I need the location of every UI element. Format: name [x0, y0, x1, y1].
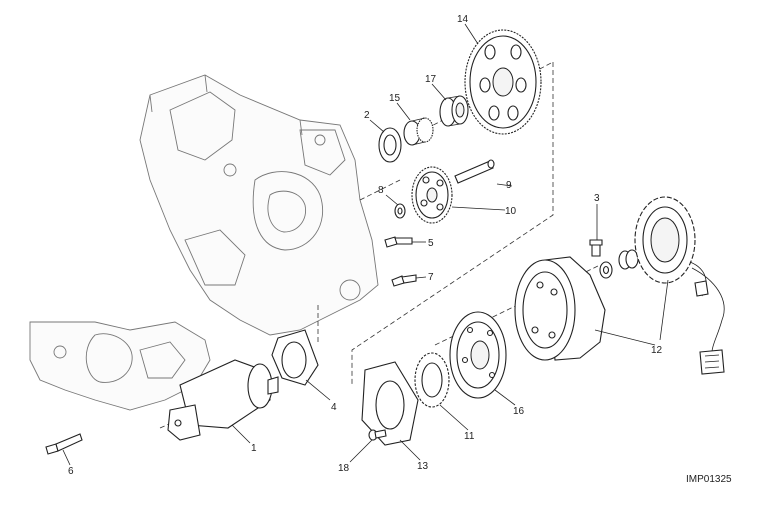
needle-bearing: [403, 117, 434, 146]
callout-16: 16: [513, 406, 525, 417]
sprag-clutch: [414, 352, 450, 408]
stator-washer: [599, 249, 639, 279]
leader-lines: [62, 23, 669, 466]
alternator-rotor: [514, 256, 606, 361]
callout-15: 15: [389, 93, 401, 104]
cover-gasket: [361, 361, 419, 446]
bolt-7: [391, 274, 417, 287]
thrust-washer: [378, 127, 402, 163]
callout-10: 10: [505, 206, 517, 217]
callout-14: 14: [457, 14, 469, 25]
callout-17: 17: [425, 74, 437, 85]
starter-motor: [167, 359, 279, 441]
screw-18: [368, 429, 387, 441]
figure-reference-code: IMP01325: [686, 474, 732, 485]
stator-wiring-connector: [689, 261, 725, 375]
bolt-3: [589, 239, 603, 257]
crankcase-half: [139, 74, 379, 336]
alternator-stator: [634, 196, 696, 284]
gear-bushing: [439, 95, 469, 127]
intermediate-gear: [411, 166, 453, 224]
gear-shaft: [454, 159, 495, 184]
callout-1: 1: [251, 443, 257, 454]
callout-6: 6: [68, 466, 74, 477]
callout-13: 13: [417, 461, 429, 472]
callout-12: 12: [651, 345, 663, 356]
callout-9: 9: [506, 180, 512, 191]
bolt-5: [384, 236, 413, 248]
callout-5: 5: [428, 238, 434, 249]
flywheel-hub: [449, 311, 507, 399]
callout-8: 8: [378, 185, 384, 196]
callout-4: 4: [331, 402, 337, 413]
callout-2: 2: [364, 110, 370, 121]
small-washer: [394, 203, 406, 219]
callout-numbers: 14 17 15 2 9 10 8 5 7 3 12 4 1 6 16 11 1…: [68, 14, 663, 477]
engine-lower-section: [29, 321, 211, 411]
callout-11: 11: [464, 431, 475, 442]
large-gear: [464, 29, 542, 135]
callout-7: 7: [428, 272, 434, 283]
starter-gasket: [271, 329, 319, 386]
bolt-6: [45, 433, 83, 455]
callout-18: 18: [338, 463, 350, 474]
callout-3: 3: [594, 193, 600, 204]
